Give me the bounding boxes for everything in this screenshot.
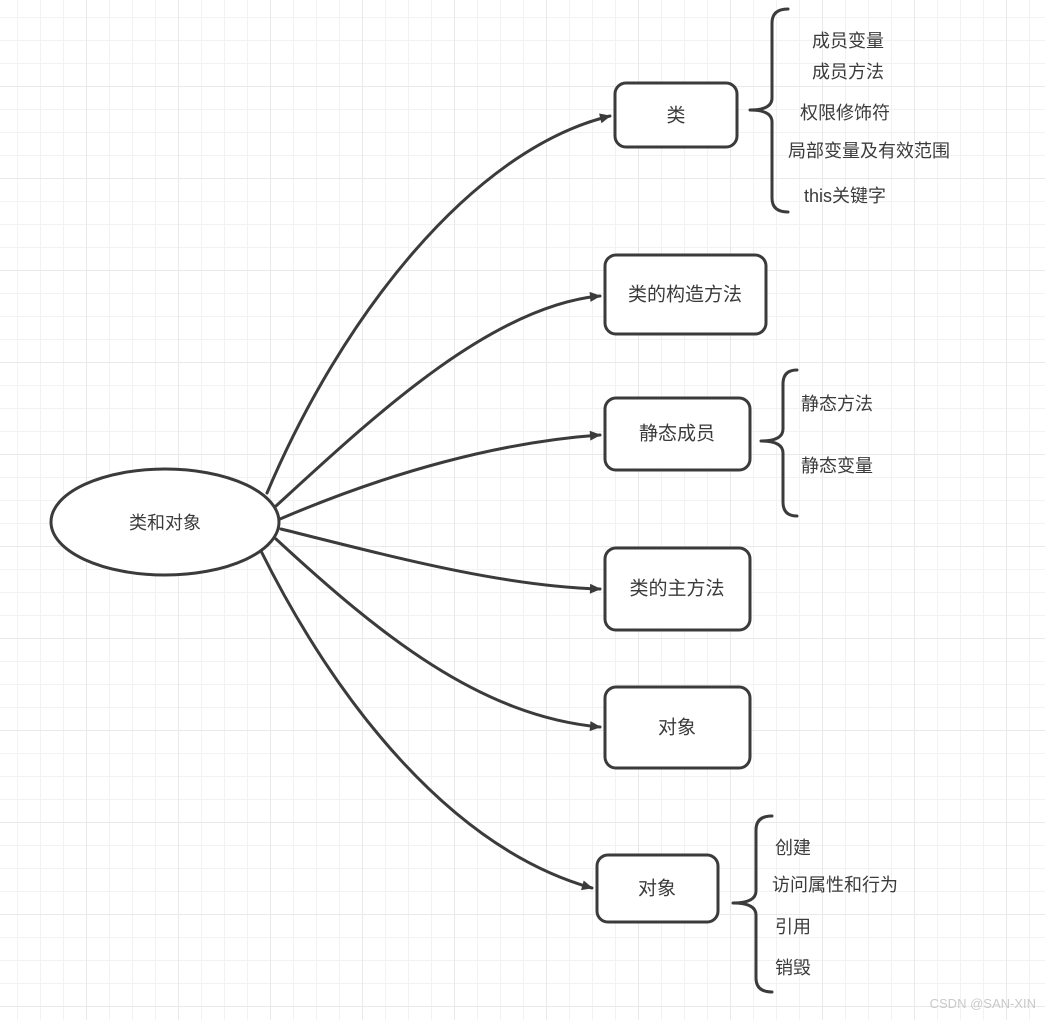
brace-object-detail-icon [731,814,774,994]
node-constructor: 类的构造方法 [603,253,768,336]
connector-to-static-members [278,430,602,521]
connector-to-class [265,113,612,495]
brace-item: 访问属性和行为 [772,875,898,895]
node-class: 类 [613,81,739,149]
brace-item: 销毁 [775,958,811,978]
brace-item: 创建 [775,838,811,858]
node-constructor-box [603,253,768,336]
brace-item: 静态变量 [801,456,873,476]
node-class-box [613,81,739,149]
brace-group-class: 成员变量 成员方法 权限修饰符 局部变量及有效范围 this关键字 [748,7,950,214]
brace-item: 权限修饰符 [800,103,890,123]
brace-group-object-detail: 创建 访问属性和行为 引用 销毁 [731,814,898,994]
node-main-method-label: 类的主方法 [629,578,724,600]
connector-to-object [274,537,602,732]
node-main-method: 类的主方法 [603,546,752,632]
connector-to-main-method [279,527,602,594]
node-object-detail-label: 对象 [638,878,676,900]
node-main-method-box [603,546,752,632]
brace-item: 引用 [775,917,811,937]
brace-item: 静态方法 [801,394,873,414]
brace-item: this关键字 [804,186,886,206]
node-static-members-label: 静态成员 [639,423,715,445]
root-node: 类和对象 [49,467,281,577]
node-static-members-box [603,396,752,472]
node-object-detail-box [595,853,720,924]
node-static-members: 静态成员 [603,396,752,472]
node-object-detail: 对象 [595,853,720,924]
brace-class-icon [748,7,790,214]
node-constructor-label: 类的构造方法 [628,284,742,306]
brace-static-members-icon [759,368,799,518]
brace-item: 成员方法 [812,62,884,82]
node-object-label: 对象 [658,717,696,739]
root-label: 类和对象 [129,513,201,533]
connectors [259,113,612,891]
watermark-text: CSDN @SAN-XIN [930,996,1036,1011]
connector-to-object-detail [259,549,594,891]
node-class-label: 类 [666,105,685,127]
brace-item: 成员变量 [812,31,884,51]
brace-group-static-members: 静态方法 静态变量 [759,368,873,518]
root-ellipse [49,467,281,577]
node-object-box [603,685,752,770]
connector-to-constructor [274,291,602,508]
brace-item: 局部变量及有效范围 [788,141,950,161]
node-object: 对象 [603,685,752,770]
